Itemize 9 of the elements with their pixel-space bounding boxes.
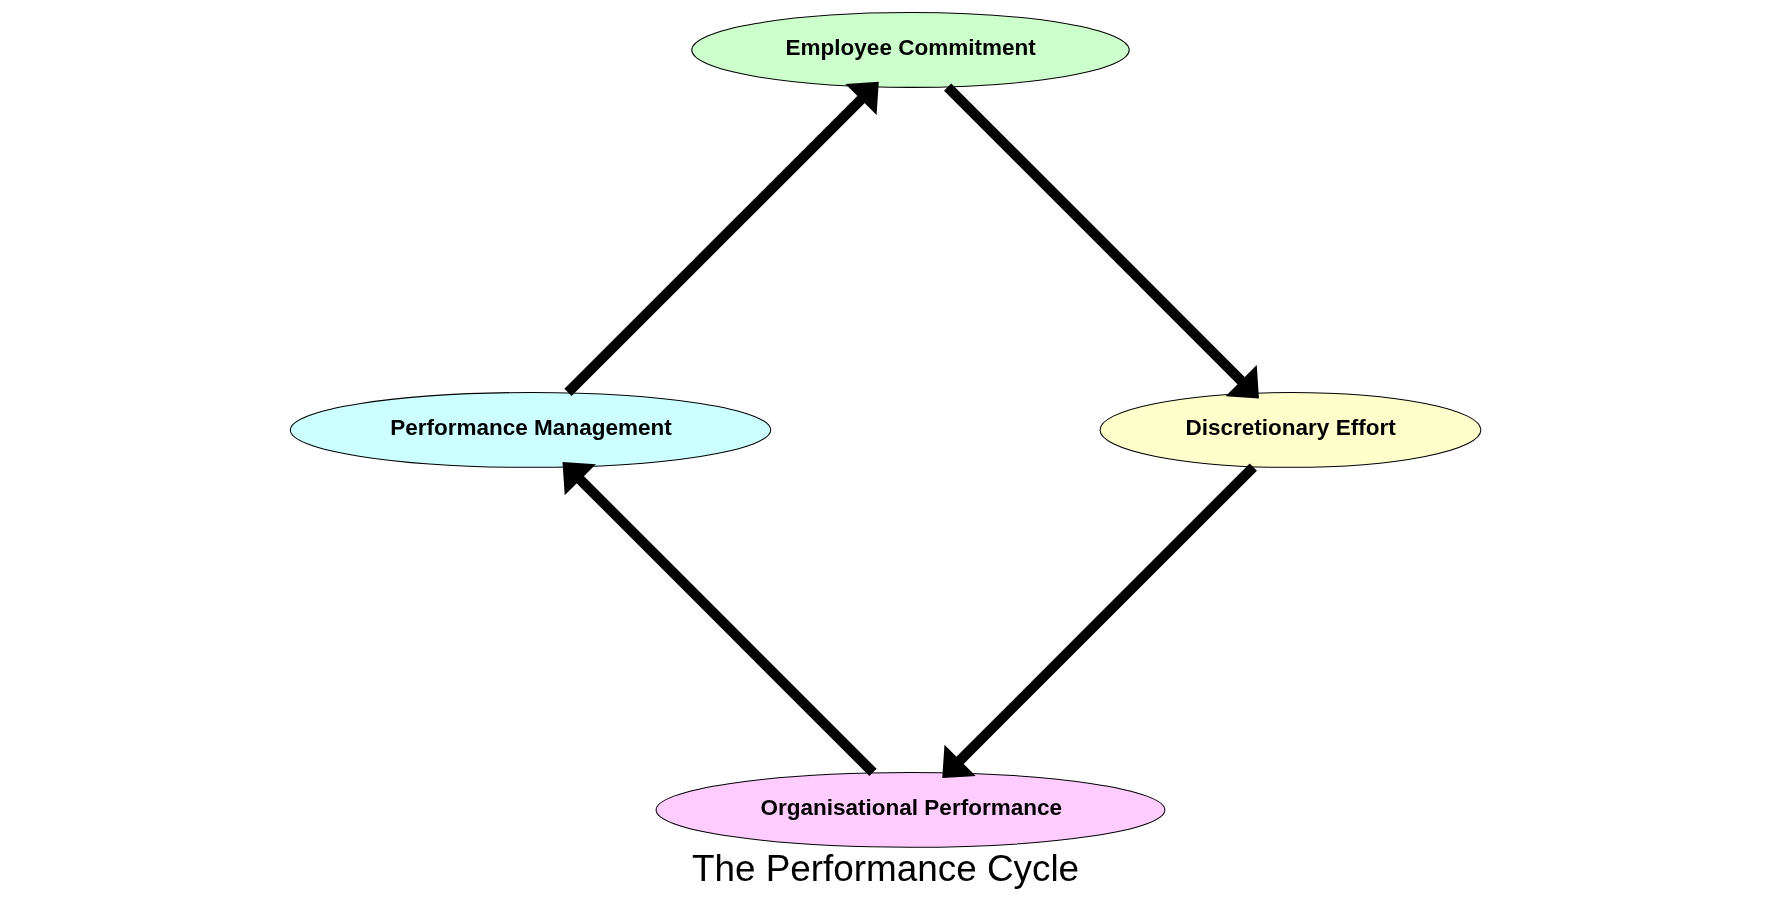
node-ellipse: Employee Commitment	[690, 12, 1130, 88]
node-ellipse: Organisational Performance	[655, 771, 1165, 848]
node-ellipse: Performance Management	[289, 392, 771, 468]
arrow	[943, 83, 1259, 399]
arrow	[563, 81, 879, 397]
node-ellipse: Discretionary Effort	[1099, 392, 1481, 468]
arrow	[941, 463, 1257, 779]
arrow	[562, 461, 877, 777]
diagram-title: The Performance Cycle	[691, 848, 1079, 890]
